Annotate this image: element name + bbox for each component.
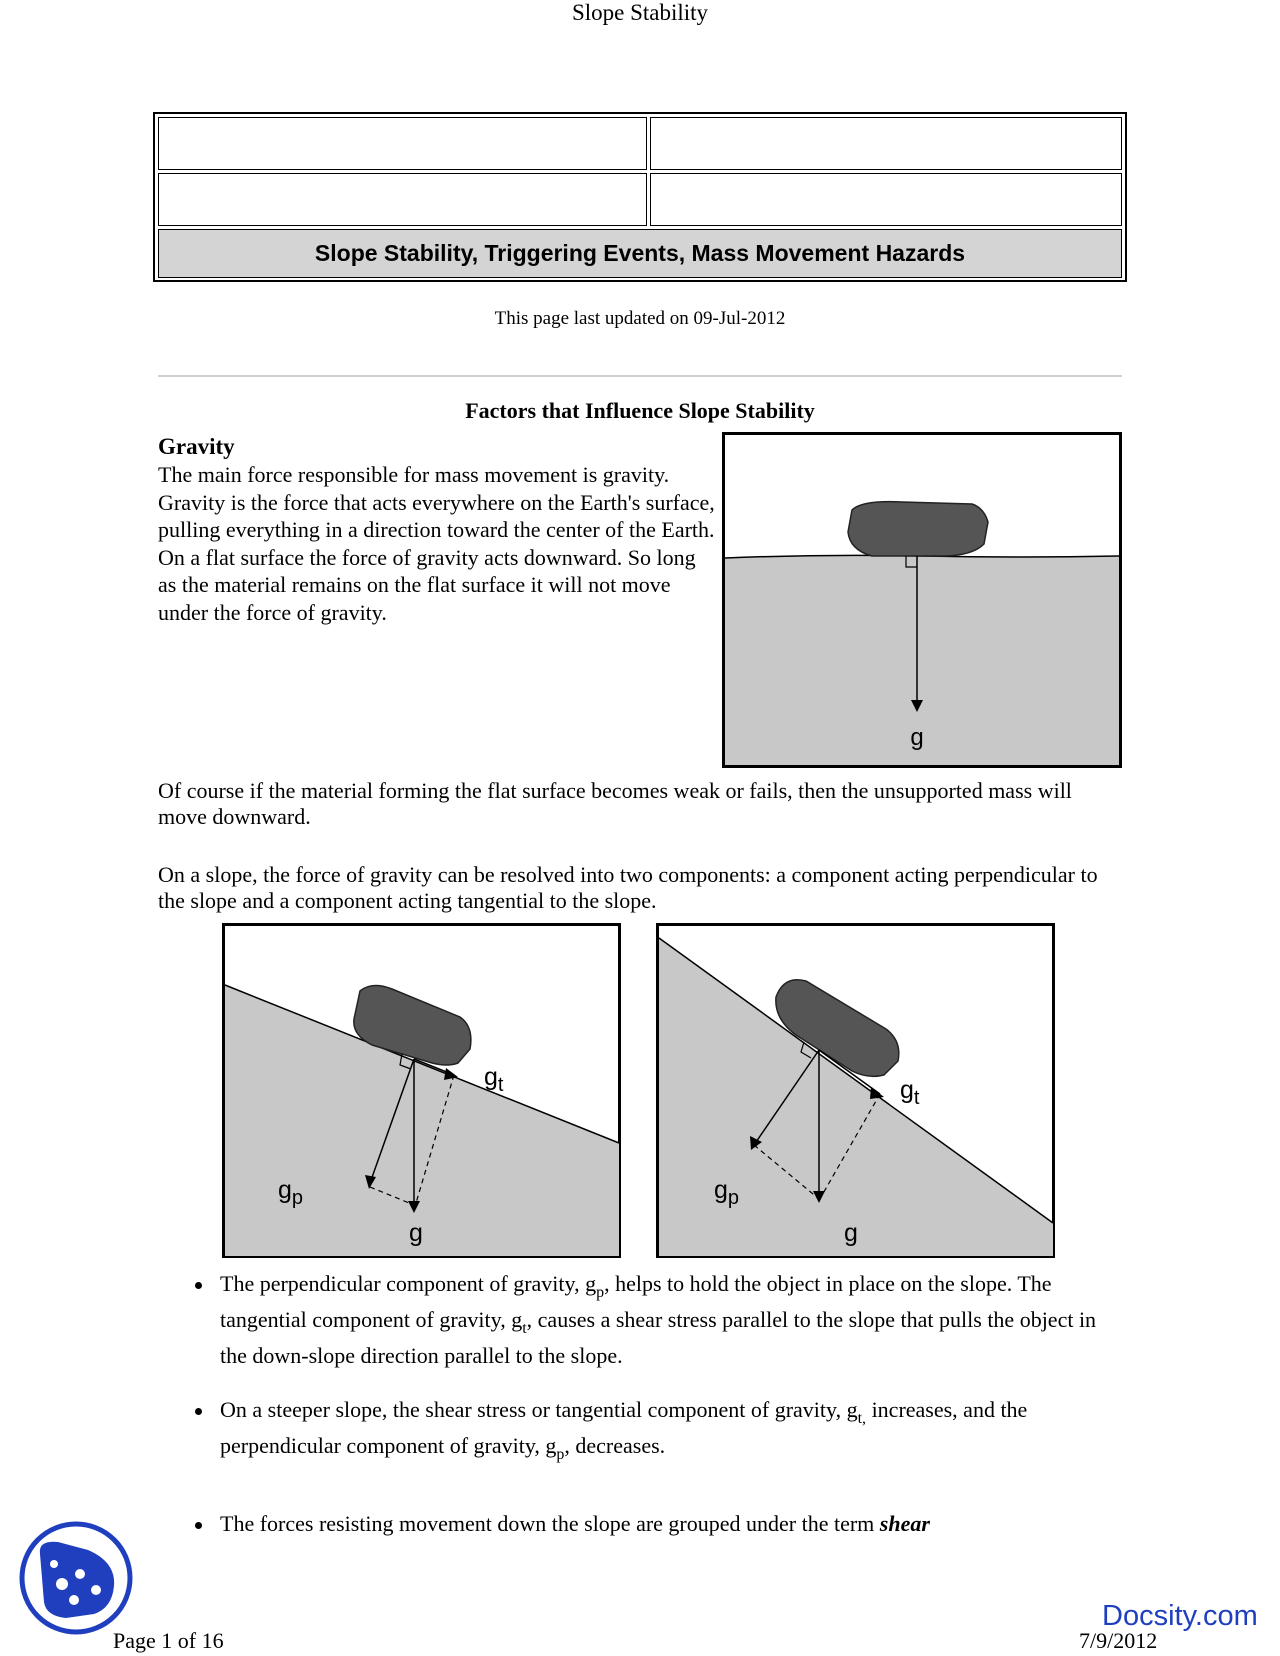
- bullet-text: , causes a shear stress parallel to the …: [220, 1307, 1097, 1368]
- emphasis-text: shear: [879, 1511, 930, 1536]
- gentle-slope-figure: gp g gt: [222, 923, 621, 1258]
- print-date: 7/9/2012: [1079, 1628, 1158, 1653]
- header-cell-empty-2: [650, 117, 1122, 170]
- paragraph-3: On a slope, the force of gravity can be …: [158, 862, 1098, 913]
- bullet-text: increases, and the perpendicular compone…: [220, 1397, 1028, 1458]
- bullet-text: , helps to hold the object in place on t…: [220, 1271, 1052, 1332]
- bullet-dot: [195, 1522, 202, 1529]
- bullet-text: , decreases.: [564, 1433, 666, 1458]
- gp-arrow: [753, 1049, 820, 1146]
- rock: [775, 979, 900, 1078]
- page-number: Page 1 of 16: [113, 1628, 224, 1653]
- steep-slope-figure: gp g gt: [656, 923, 1055, 1258]
- bullet-text: On a steeper slope, the shear stress or …: [220, 1397, 858, 1422]
- last-updated-text: This page last updated on 09-Jul-2012: [494, 308, 786, 329]
- header-cell-empty-4: [650, 173, 1122, 226]
- gt-arrow: [818, 1049, 881, 1095]
- subscript: p: [556, 1446, 565, 1463]
- label-gp: gp: [278, 1176, 303, 1209]
- paragraph-2: Of course if the material forming the fl…: [158, 778, 1072, 829]
- section-heading: Factors that Influence Slope Stability: [465, 398, 815, 423]
- bullet-text: The forces resisting movement down the s…: [220, 1511, 880, 1536]
- bullet-list: The perpendicular component of gravity, …: [186, 1266, 1126, 1542]
- bullet-dot: [195, 1282, 202, 1289]
- slope-ground: [659, 938, 1053, 1256]
- label-g: g: [910, 724, 923, 751]
- list-item: The forces resisting movement down the s…: [186, 1506, 1126, 1542]
- flat-ground: [725, 555, 1119, 765]
- rock: [353, 984, 472, 1066]
- label-g: g: [409, 1219, 423, 1247]
- flat-surface-figure: g: [722, 432, 1122, 768]
- gp-arrow: [369, 1058, 415, 1184]
- slope-ground: [225, 985, 619, 1256]
- header-table: Slope Stability, Triggering Events, Mass…: [153, 112, 1127, 282]
- page-title: Slope Stability, Triggering Events, Mass…: [158, 229, 1122, 278]
- docsity-logo-icon: [19, 1521, 133, 1635]
- horizontal-rule: [158, 375, 1122, 377]
- subscript: p: [596, 1284, 605, 1301]
- subscript: t: [522, 1320, 527, 1337]
- rock: [847, 500, 989, 557]
- label-g: g: [844, 1219, 858, 1247]
- header-cell-empty-1: [158, 117, 647, 170]
- subscript: t,: [857, 1410, 867, 1427]
- gravity-paragraph: The main force responsible for mass move…: [158, 462, 715, 625]
- docsity-watermark: Docsity.com: [1102, 1600, 1258, 1632]
- label-gt: gt: [484, 1063, 504, 1096]
- label-gp: gp: [714, 1176, 739, 1209]
- header-cell-empty-3: [158, 173, 647, 226]
- bullet-dot: [195, 1408, 202, 1415]
- list-item: The perpendicular component of gravity, …: [186, 1266, 1126, 1374]
- bullet-text: The perpendicular component of gravity, …: [220, 1271, 597, 1296]
- gravity-heading: Gravity: [158, 434, 235, 459]
- running-header: Slope Stability: [571, 0, 709, 25]
- list-item: On a steeper slope, the shear stress or …: [186, 1392, 1126, 1464]
- label-gt: gt: [900, 1076, 920, 1109]
